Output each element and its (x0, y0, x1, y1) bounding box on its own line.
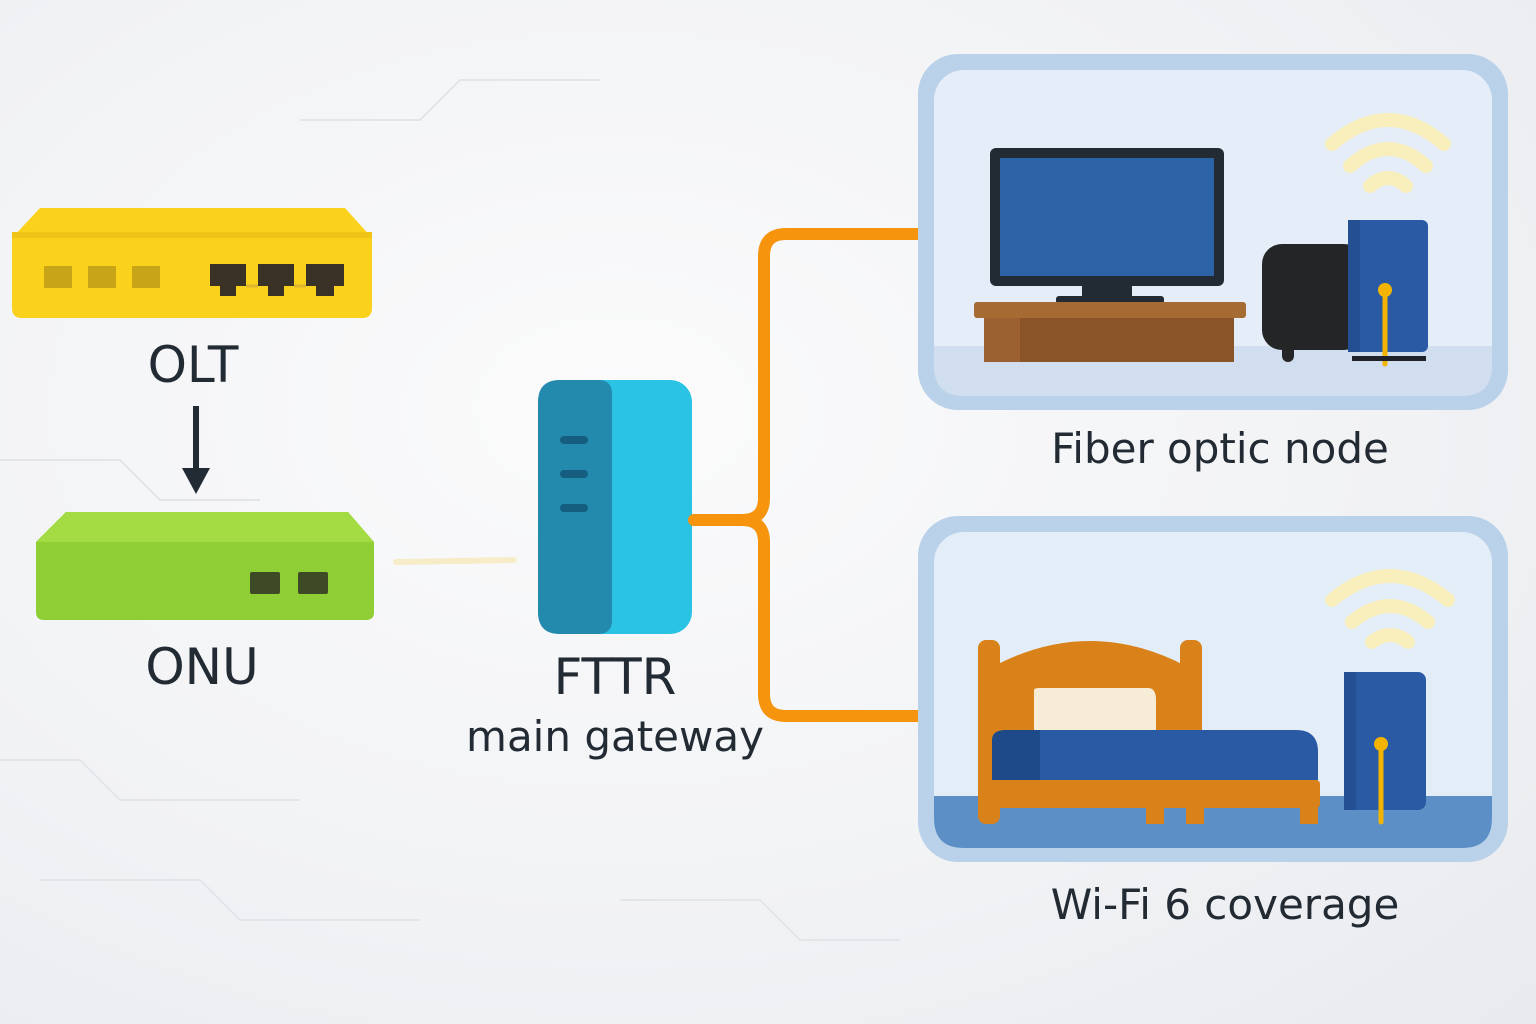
ap-router-icon (1344, 672, 1426, 825)
room-fiber-optic-node (918, 54, 1508, 410)
wifi-icon (1325, 113, 1451, 193)
olt-led (132, 266, 160, 288)
gateway-led (560, 470, 588, 478)
olt-label: OLT (147, 336, 239, 394)
ap-router-icon (1348, 220, 1428, 367)
onu-led (298, 572, 328, 594)
onu-label: ONU (145, 638, 259, 696)
speaker-icon (1262, 244, 1364, 362)
bed-icon (978, 640, 1320, 824)
onu-led (250, 572, 280, 594)
wifi-icon (1325, 569, 1455, 649)
background-circuit (0, 79, 900, 941)
room-label-wifi6-coverage: Wi-Fi 6 coverage (1050, 880, 1400, 929)
olt-to-onu-arrow (182, 406, 210, 494)
room-label-fiber-optic-node: Fiber optic node (1051, 424, 1389, 473)
gateway-label-line1: FTTR (553, 648, 677, 706)
onu-device (36, 512, 374, 620)
gateway-label-line2: main gateway (466, 712, 764, 761)
tv-stand-icon (974, 302, 1246, 362)
olt-led (44, 266, 72, 288)
fttr-gateway-device (538, 380, 692, 634)
tv-icon (990, 148, 1224, 304)
gateway-led (560, 436, 588, 444)
olt-ethernet-ports (210, 264, 344, 296)
gateway-led (560, 504, 588, 512)
olt-device (12, 208, 372, 318)
fiber-distribution-lines (688, 228, 974, 722)
olt-led (88, 266, 116, 288)
onu-to-gateway-link (393, 557, 517, 565)
room-wifi6-coverage (918, 516, 1508, 862)
